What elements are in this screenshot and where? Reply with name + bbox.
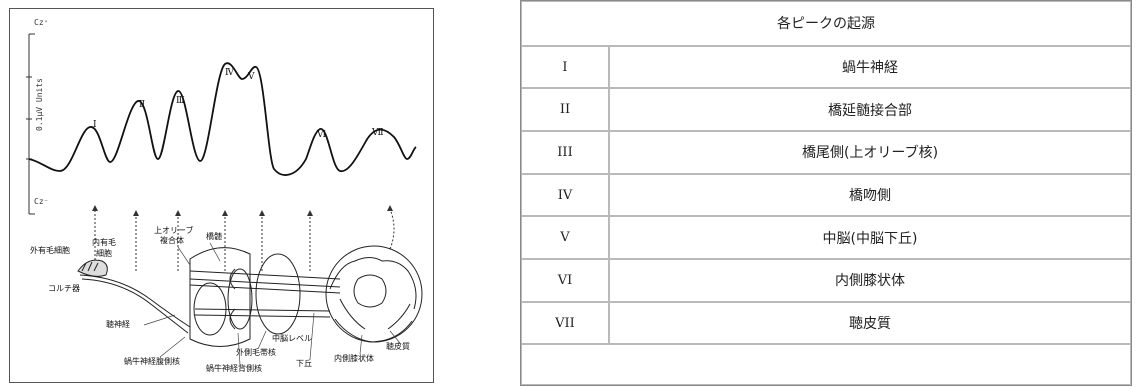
label-superior-olive-2: 複合体 xyxy=(160,235,184,245)
peak-origin: 中脳(中脳下丘) xyxy=(609,216,1131,259)
peak-origin-table: 各ピークの起源 I 蝸牛神経 II 橋延髄接合部 III 橋尾側(上オリーブ核)… xyxy=(520,0,1132,386)
table-row: IV 橋吻側 xyxy=(521,174,1131,217)
label-midbrain-level: 中脳レベル xyxy=(272,333,312,343)
axis-bottom-label: Cz⁻ xyxy=(34,197,48,206)
label-ventral-cochlear: 蝸牛神経腹側核 xyxy=(124,356,180,366)
peak-origin: 聴皮質 xyxy=(609,302,1131,345)
peak-label: Ⅵ xyxy=(316,130,326,140)
abr-figure: Cz⁺ Cz⁻ 0.1μV Units Ⅰ Ⅱ Ⅲ Ⅳ Ⅴ Ⅵ Ⅶ xyxy=(9,8,434,383)
generator-arrows xyxy=(95,209,394,271)
table-row: VI 内側膝状体 xyxy=(521,259,1131,302)
peak-origin: 内側膝状体 xyxy=(609,259,1131,302)
abr-diagram: Cz⁺ Cz⁻ 0.1μV Units Ⅰ Ⅱ Ⅲ Ⅳ Ⅴ Ⅵ Ⅶ xyxy=(10,9,435,384)
peak-origin: 蝸牛神経 xyxy=(609,46,1131,89)
peak-numeral: V xyxy=(521,216,609,259)
label-lateral-lemniscus: 外側毛帯核 xyxy=(236,347,276,357)
label-outer-hair-cells: 外有毛細胞 xyxy=(30,245,70,255)
empty-cell xyxy=(521,344,1131,385)
peak-origin: 橋尾側(上オリーブ核) xyxy=(609,131,1131,174)
label-medial-geniculate: 内側膝状体 xyxy=(334,353,374,363)
peak-numeral: IV xyxy=(521,174,609,217)
origin-table: 各ピークの起源 I 蝸牛神経 II 橋延髄接合部 III 橋尾側(上オリーブ核)… xyxy=(521,1,1131,385)
peak-numeral: VII xyxy=(521,302,609,345)
label-superior-olive: 上オリーブ xyxy=(154,225,194,235)
cochlea-drawing xyxy=(78,260,190,333)
label-auditory-cortex: 聴皮質 xyxy=(386,341,410,351)
label-trapezoid: 橋髄 xyxy=(206,231,222,241)
peak-origin: 橋吻側 xyxy=(609,174,1131,217)
label-inner-hair-cells-2: 細胞 xyxy=(96,248,112,258)
peak-label: Ⅱ xyxy=(139,100,145,110)
label-dorsal-cochlear: 蝸牛神経背側核 xyxy=(206,363,262,373)
table-empty-row xyxy=(521,344,1131,385)
peak-label: Ⅴ xyxy=(247,72,255,82)
peak-numeral: VI xyxy=(521,259,609,302)
table-row: II 橋延髄接合部 xyxy=(521,88,1131,131)
table-row: V 中脳(中脳下丘) xyxy=(521,216,1131,259)
brainstem-drawing xyxy=(190,248,340,347)
peak-label: Ⅲ xyxy=(176,96,185,106)
table-title: 各ピークの起源 xyxy=(521,1,1131,46)
label-inferior-colliculus: 下丘 xyxy=(296,359,312,368)
peak-numeral: II xyxy=(521,88,609,131)
peak-numeral: III xyxy=(521,131,609,174)
peak-label: Ⅶ xyxy=(371,128,384,138)
y-unit-label: 0.1μV Units xyxy=(35,78,44,131)
peak-numeral: I xyxy=(521,46,609,89)
label-auditory-nerve: 聴神経 xyxy=(106,319,130,329)
label-inner-hair-cells: 内有毛 xyxy=(92,237,116,247)
arrow-heads xyxy=(92,205,393,216)
table-row: VII 聴皮質 xyxy=(521,302,1131,345)
table-row: III 橋尾側(上オリーブ核) xyxy=(521,131,1131,174)
label-corti: コルチ器 xyxy=(48,284,80,293)
abr-waveform xyxy=(29,63,416,175)
cortex-drawing xyxy=(326,246,422,342)
peak-label: Ⅳ xyxy=(225,68,235,78)
peak-label: Ⅰ xyxy=(93,120,97,130)
table-row: I 蝸牛神経 xyxy=(521,46,1131,89)
axis-top-label: Cz⁺ xyxy=(34,18,48,27)
peak-origin: 橋延髄接合部 xyxy=(609,88,1131,131)
table-header-row: 各ピークの起源 xyxy=(521,1,1131,46)
leader-lines xyxy=(144,243,400,365)
